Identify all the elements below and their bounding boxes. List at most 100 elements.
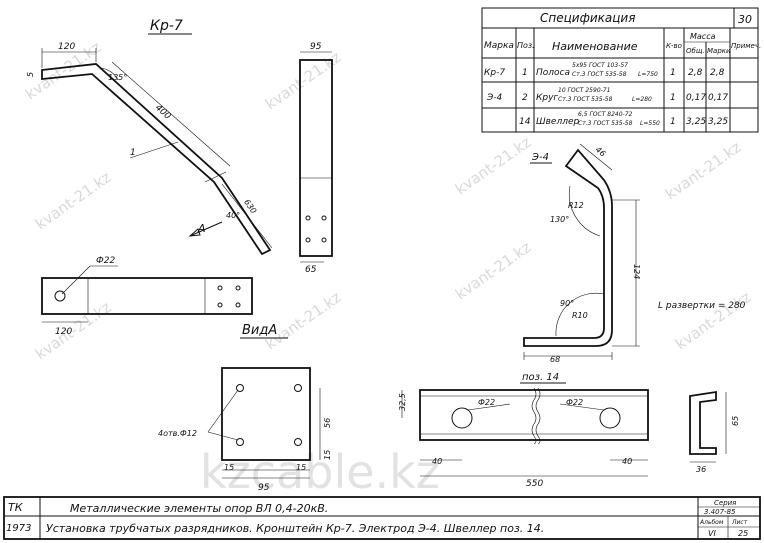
list-label: Лист: [731, 519, 748, 526]
title-block: ТК 1973 Металлические элементы опор ВЛ 0…: [3, 496, 761, 540]
row-mass-total: 2,8: [688, 68, 703, 78]
row-mass-marka: 2,8: [710, 68, 725, 78]
row-name-top: 10 ГОСТ 2590-71: [558, 87, 610, 94]
series-code: 3.407-85: [704, 508, 736, 516]
list-no: 25: [738, 529, 748, 538]
dim-65-section: 65: [731, 416, 740, 426]
bracket-side-elevation: 95 65: [299, 42, 333, 275]
dim-15-vert: 15: [323, 450, 332, 460]
spec-title: Спецификация: [540, 11, 635, 25]
spec-sheet-no: 30: [738, 13, 752, 26]
watermark-text: kvant-21.kz: [662, 138, 744, 203]
row-name-top: 5х95 ГОСТ 103-57: [572, 62, 628, 69]
dim-32-5: 32,5: [398, 393, 407, 411]
watermark-text: kvant-21.kz: [32, 298, 114, 363]
bracket-kp7-view: Кр-7 120 5 135° 400 630 40° 1 A: [26, 18, 273, 256]
dim-120-plan: 120: [55, 327, 72, 337]
header-qty: К-во: [666, 42, 682, 50]
album-label: Альбом: [699, 519, 724, 526]
album-no: VI: [708, 529, 716, 538]
row-name-bottom: Ст.3 ГОСТ 535-58: [572, 71, 627, 78]
watermark-text: kvant-21.kz: [452, 133, 534, 198]
tk-label: ТК: [8, 501, 24, 514]
row-marka: Э-4: [486, 93, 503, 103]
title-line-2: Установка трубчатых разрядников. Кронште…: [46, 522, 544, 535]
watermark-text: kvant-21.kz: [452, 238, 534, 303]
row-marka: Кр-7: [484, 68, 505, 78]
header-marka: Марка: [484, 41, 514, 51]
row-mass-total: 0,17: [686, 93, 706, 103]
dim-phi22-left: Ф22: [478, 398, 495, 407]
row-qty: 1: [670, 93, 676, 103]
title-line-1: Металлические элементы опор ВЛ 0,4-20кВ.: [70, 502, 328, 515]
dim-68: 68: [550, 355, 560, 364]
row-name-bottom: Ст.3 ГОСТ 535-58: [578, 120, 633, 127]
row-qty: 1: [670, 68, 676, 78]
view-a-detail: 4отв.Ф12 15 15 95 56 15: [158, 367, 332, 493]
angle-90: 90°: [560, 299, 574, 308]
channel-poz14: поз. 14 Ф22 Ф22 32,5 40 40 550 65 36: [398, 372, 740, 489]
row-length: L=550: [640, 120, 660, 127]
dim-15-right: 15: [296, 463, 306, 472]
header-mass-marka: Марки: [707, 47, 731, 55]
watermark-layer: kvant-21.kz kvant-21.kz kvant-21.kz kvan…: [22, 38, 754, 499]
dim-40-left: 40: [432, 457, 442, 466]
dim-5: 5: [26, 72, 35, 77]
dim-36: 36: [696, 465, 706, 474]
dim-15-left: 15: [224, 463, 234, 472]
header-note: Примеч.: [731, 42, 761, 50]
row-length: L=280: [632, 96, 652, 103]
row-mass-marka: 3,25: [708, 117, 728, 127]
electrode-e4: Э-4 46 R12 130° 124 90° R10 68 L разверт…: [523, 143, 746, 364]
e4-label: Э-4: [531, 152, 549, 163]
row-poz: 1: [522, 68, 528, 78]
row-poz: 2: [522, 93, 528, 103]
unfold-length: L развертки = 280: [658, 301, 746, 311]
row-name-bottom: Ст.3 ГОСТ 535-58: [558, 96, 613, 103]
watermark-text: kvant-21.kz: [32, 168, 114, 233]
radius-r12: R12: [568, 201, 584, 210]
bracket-plan-view: Ф22 120 ВидА: [41, 256, 288, 339]
poz14-label: поз. 14: [522, 372, 559, 383]
dim-40-right: 40: [622, 457, 632, 466]
radius-r10: R10: [572, 311, 588, 320]
leader-1: 1: [130, 148, 136, 158]
angle-40: 40°: [226, 211, 240, 220]
dim-phi22-plan: Ф22: [96, 256, 115, 266]
holes-note: 4отв.Ф12: [158, 429, 197, 438]
angle-135: 135°: [108, 73, 127, 82]
header-mass: Масса: [690, 32, 716, 41]
dim-95-view-a: 95: [258, 483, 270, 493]
watermark-text: kvant-21.kz: [672, 288, 754, 353]
row-name: Полоса: [536, 68, 570, 78]
row-mass-marka: 0,17: [708, 93, 728, 103]
dim-550: 550: [526, 479, 543, 489]
spec-row: Кр-7 1 Полоса 5х95 ГОСТ 103-57 Ст.3 ГОСТ…: [484, 62, 725, 78]
angle-130: 130°: [550, 215, 569, 224]
row-name: Швеллер: [536, 117, 580, 127]
row-qty: 1: [670, 117, 676, 127]
dim-56: 56: [323, 418, 332, 428]
spec-row: 14 Швеллер 6,5 ГОСТ 8240-72 Ст.3 ГОСТ 53…: [519, 111, 728, 127]
row-poz: 14: [519, 117, 531, 127]
view-arrow-a: A: [197, 222, 206, 235]
series-label: Серия: [714, 499, 736, 507]
specification-table: Спецификация 30 Марка Поз. Наименование …: [481, 7, 761, 133]
year: 1973: [6, 523, 31, 534]
header-name: Наименование: [552, 40, 638, 53]
dim-phi22-right: Ф22: [566, 398, 583, 407]
view-a-title: ВидА: [242, 323, 277, 338]
spec-row: Э-4 2 Круг 10 ГОСТ 2590-71 Ст.3 ГОСТ 535…: [486, 87, 728, 103]
row-name: Круг: [536, 93, 558, 103]
dim-120-top: 120: [58, 42, 75, 52]
dim-65-side: 65: [305, 265, 317, 275]
dim-124: 124: [632, 264, 641, 279]
row-length: L=750: [638, 71, 658, 78]
header-mass-total: Общ.: [686, 47, 705, 55]
row-mass-total: 3,25: [686, 117, 706, 127]
row-name-top: 6,5 ГОСТ 8240-72: [578, 111, 633, 118]
dim-95-side: 95: [310, 42, 322, 52]
watermark-text: kvant-21.kz: [262, 288, 344, 353]
header-poz: Поз.: [517, 41, 535, 50]
